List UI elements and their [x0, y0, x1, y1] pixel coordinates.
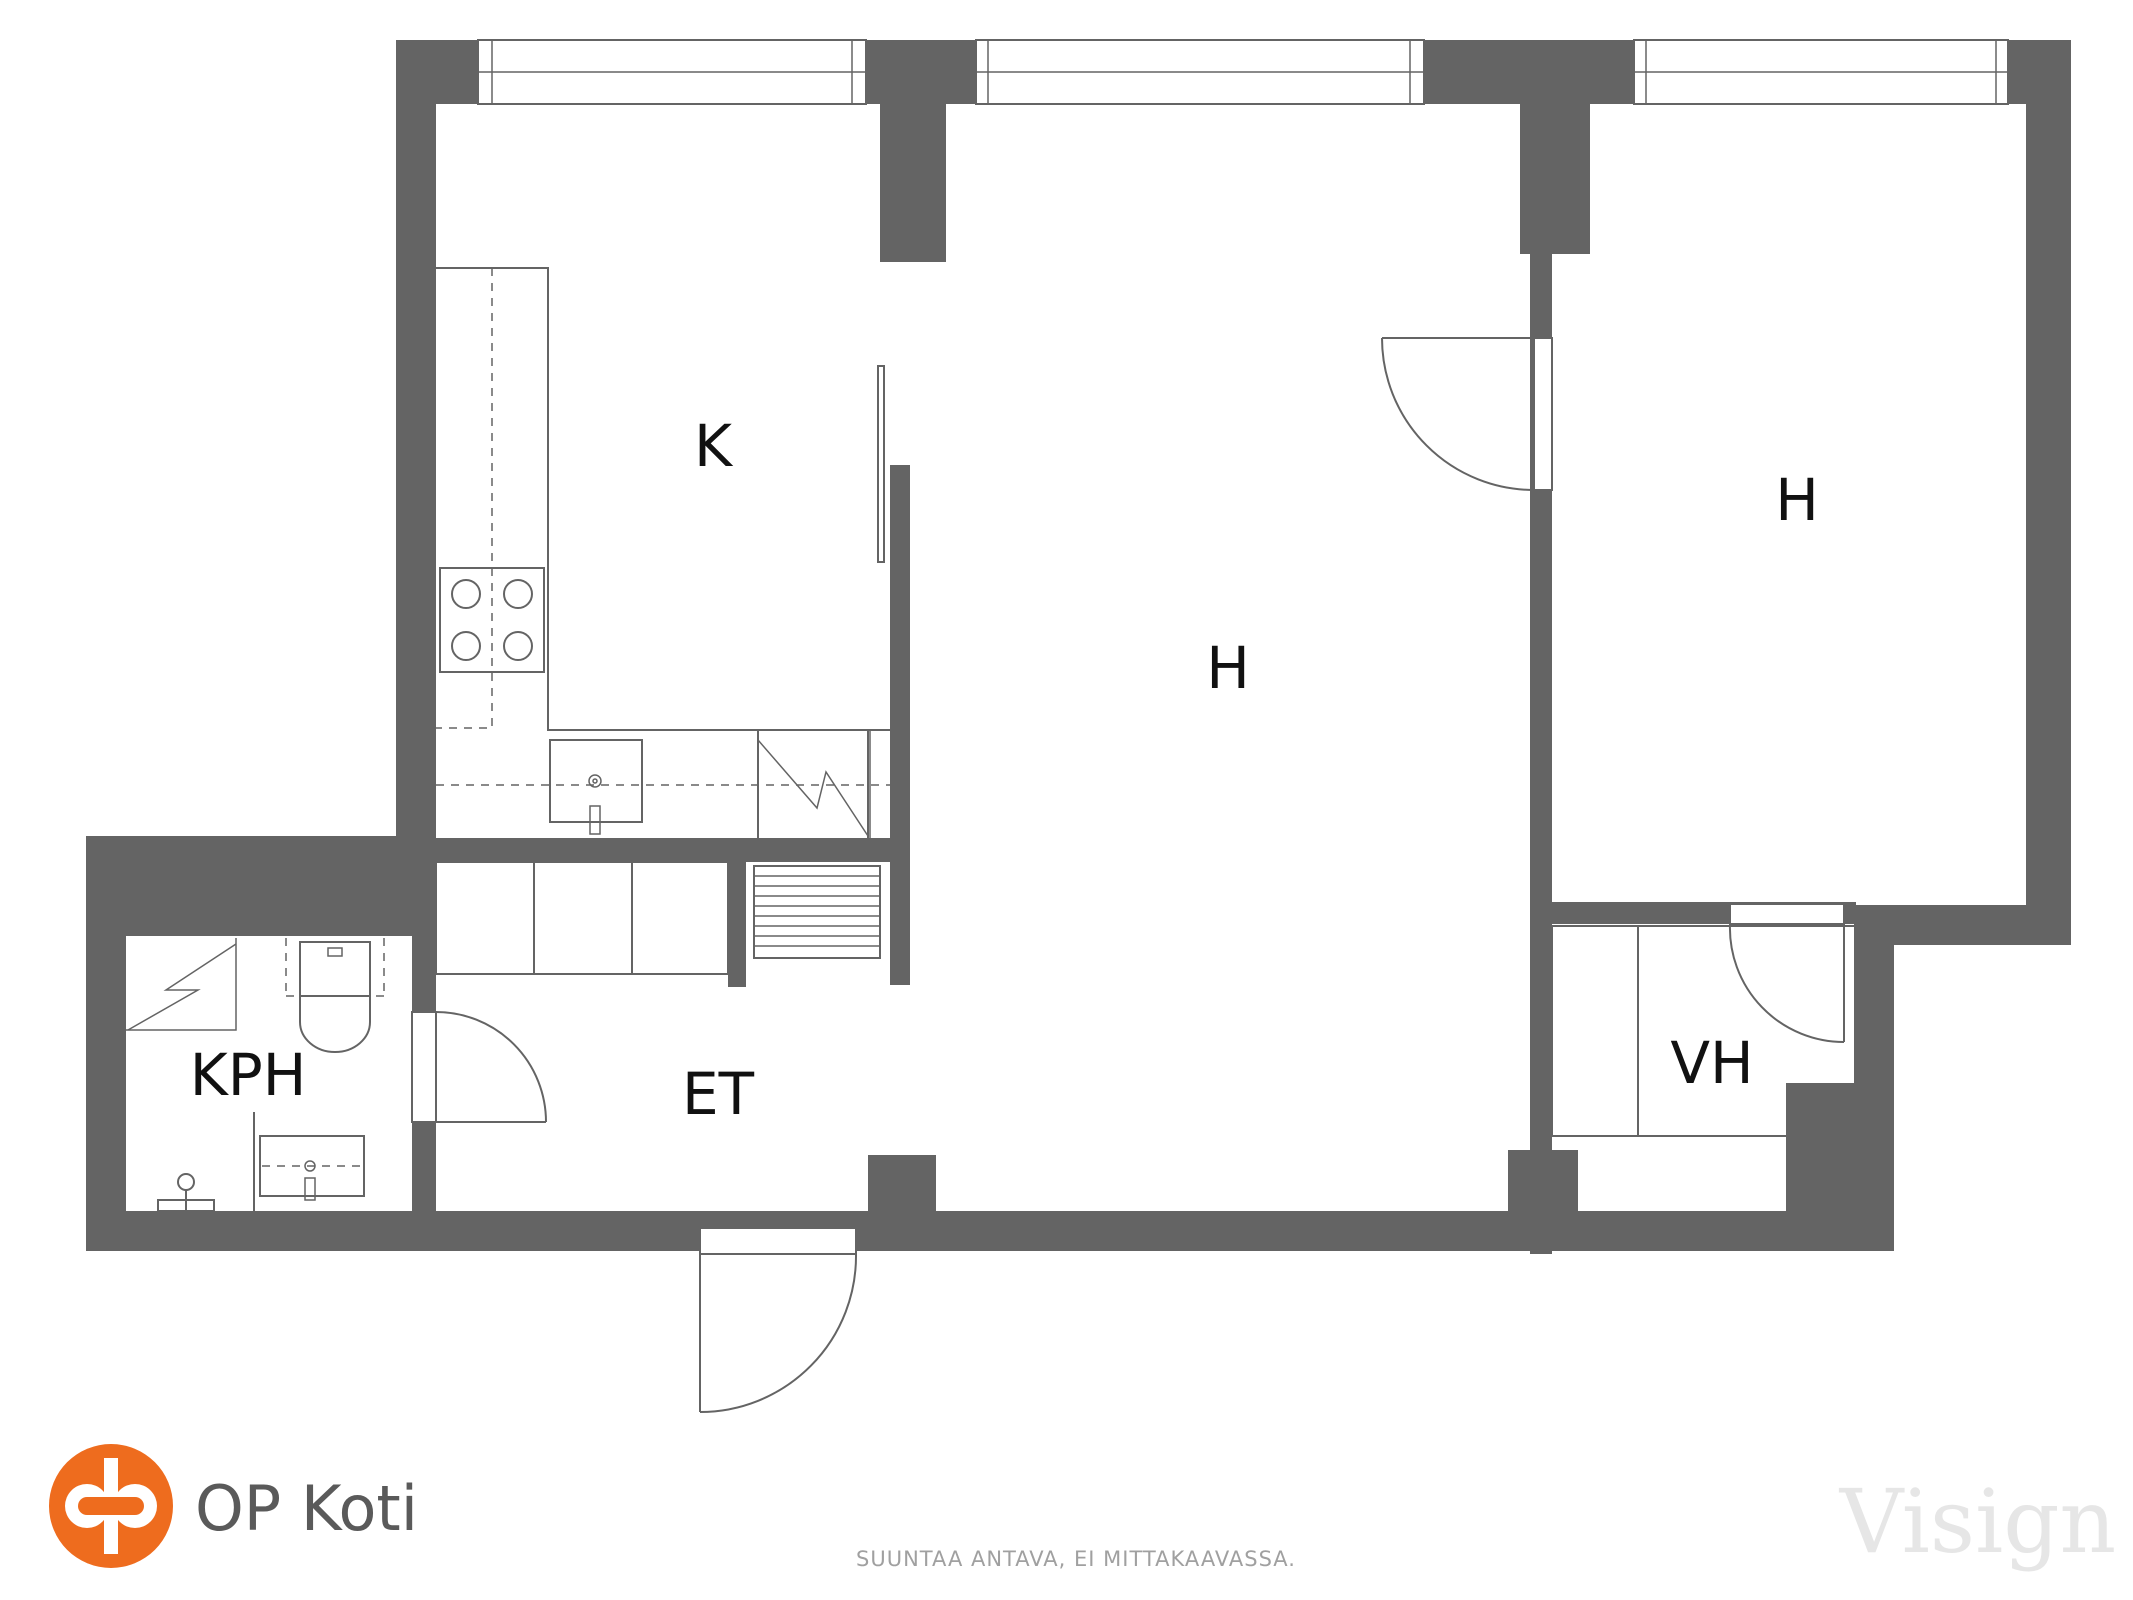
window-living — [975, 39, 1425, 105]
closet-fixtures — [1551, 925, 1859, 1137]
doors — [411, 337, 1845, 1413]
window-bedroom — [1633, 39, 2009, 105]
fridge-icon — [757, 729, 871, 841]
hallway-fixtures — [435, 861, 881, 975]
bedroom-door — [1381, 337, 1553, 491]
room-label-kitchen: K — [694, 412, 734, 480]
kitchen-sink-icon — [549, 739, 643, 835]
room-labels: K H H KPH ET VH — [190, 412, 1819, 1128]
outer-walls — [86, 40, 2071, 1251]
op-logo-icon — [49, 1444, 173, 1568]
room-label-bathroom: KPH — [190, 1041, 307, 1109]
room-label-walk-in-closet: VH — [1670, 1029, 1753, 1097]
windows — [477, 39, 2009, 105]
faucet-icon — [157, 1173, 215, 1212]
room-label-hallway: ET — [682, 1060, 755, 1128]
window-kitchen — [477, 39, 867, 105]
bathroom-fixtures — [126, 938, 385, 1212]
closet-door — [1728, 903, 1845, 1043]
room-label-living-room: H — [1206, 634, 1250, 702]
shoe-rack-icon — [753, 865, 881, 959]
kitchen-fixtures — [436, 267, 890, 841]
watermark-text: Visign — [1839, 1470, 2116, 1573]
brand-logo: OP Koti — [49, 1444, 418, 1568]
toilet-icon — [285, 938, 385, 1053]
brand-name: OP Koti — [195, 1472, 418, 1545]
entrance-door — [699, 1227, 858, 1413]
bathroom-sink-icon — [253, 1112, 365, 1211]
disclaimer-text: SUUNTAA ANTAVA, EI MITTAKAAVASSA. — [856, 1547, 1296, 1571]
inner-walls — [412, 104, 1856, 1254]
bathroom-door — [411, 1011, 547, 1123]
stove-icon — [439, 567, 545, 673]
shower-icon — [126, 938, 237, 1031]
wardrobe-icon — [435, 861, 729, 975]
room-label-bedroom: H — [1775, 466, 1819, 534]
